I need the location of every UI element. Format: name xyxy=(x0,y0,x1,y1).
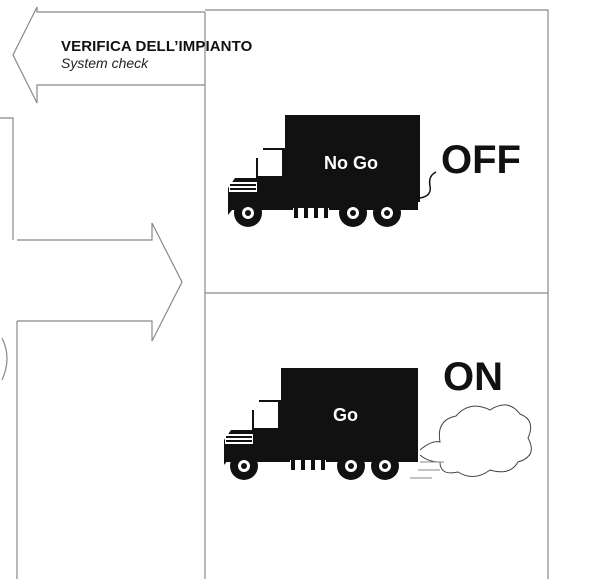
page-title: VERIFICA DELL’IMPIANTO xyxy=(61,38,252,55)
exhaust-pipe-off xyxy=(420,172,436,198)
page-subtitle: System check xyxy=(61,55,148,71)
speed-lines xyxy=(410,462,444,478)
state-off-label: OFF xyxy=(441,138,521,183)
state-on-label: ON xyxy=(443,355,503,400)
panel-frame xyxy=(205,10,548,579)
truck-on-icon xyxy=(224,368,418,480)
smoke-cloud-icon xyxy=(420,405,531,477)
truck-on-label: Go xyxy=(333,405,358,426)
left-bracket xyxy=(2,338,7,380)
right-arrow-outline xyxy=(17,223,182,341)
truck-off-label: No Go xyxy=(324,153,378,174)
left-box-top xyxy=(0,118,13,240)
